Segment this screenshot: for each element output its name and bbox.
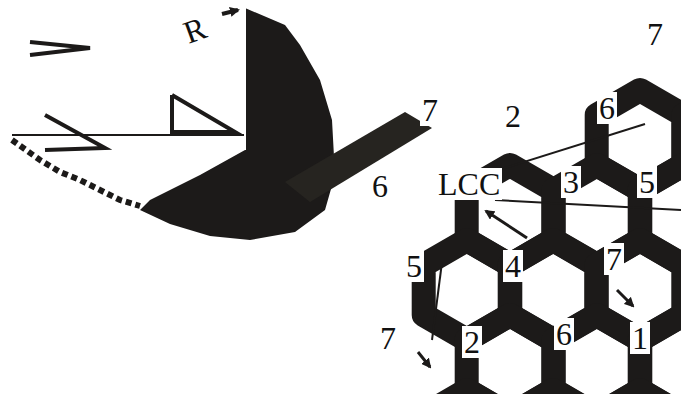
leader-lines [418, 124, 681, 367]
callout-label: 7 [604, 243, 624, 275]
callout-label: R [177, 11, 212, 50]
callout-label: 6 [554, 318, 574, 350]
callout-label: 4 [503, 250, 523, 282]
callout-label: 5 [404, 250, 424, 282]
callout-label: 1 [630, 322, 650, 354]
callout-label: 6 [597, 92, 617, 124]
swept-tube [12, 8, 432, 240]
callout-label: LCC [436, 168, 502, 200]
honeycomb-lattice [424, 90, 681, 394]
callout-label: 6 [370, 170, 390, 202]
callout-label: 3 [561, 166, 581, 198]
callout-label: 7 [645, 18, 665, 50]
callout-label: 2 [462, 326, 482, 358]
callout-label: 2 [503, 100, 523, 132]
callout-label: 7 [378, 322, 398, 354]
callout-label: 7 [420, 94, 440, 126]
callout-label: 5 [637, 166, 657, 198]
